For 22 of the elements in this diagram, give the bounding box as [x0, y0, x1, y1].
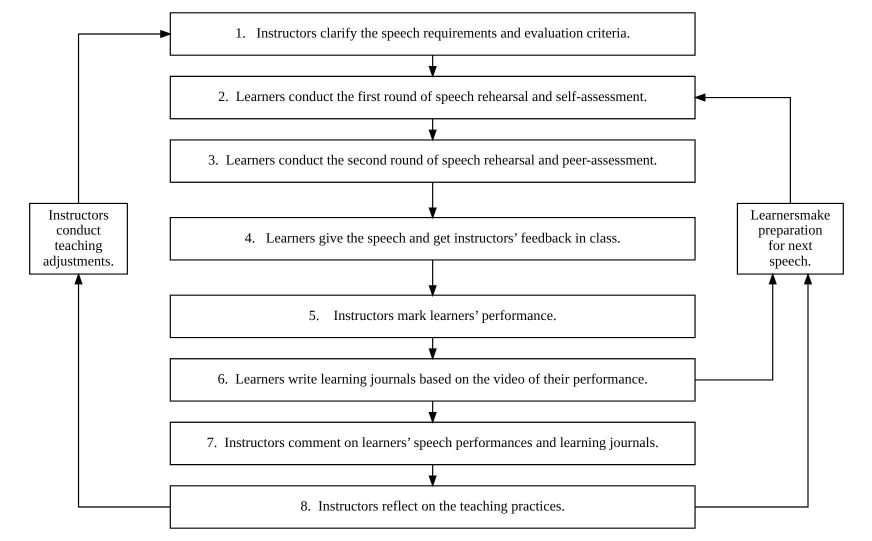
arrow [693, 93, 790, 204]
arrow [428, 119, 436, 142]
node-box: 5. Instructors mark learners’ performance. [169, 294, 696, 338]
arrow [694, 272, 776, 380]
node-box: 2. Learners conduct the first round of speech rehearsal and self-assessment. [169, 76, 696, 120]
arrow [74, 272, 170, 508]
arrow [77, 30, 172, 204]
node-box: 6. Learners write learning journals based on the video of their performance. [169, 358, 696, 402]
arrow [428, 182, 436, 220]
arrow [694, 272, 812, 508]
node-box: 1. Instructors clarify the speech requirements and evaluation criteria. [169, 12, 696, 56]
node-box: 7. Instructors comment on learners’ speech performances and learning journals. [169, 422, 696, 466]
arrow [428, 56, 436, 78]
node-box: 4. Learners give the speech and get instructors’ feedback in class. [169, 216, 696, 260]
node-box: Learnersmake preparation for next speech. [736, 202, 844, 275]
node-box: 3. Learners conduct the second round of speech rehearsal and peer-assessment. [169, 139, 696, 183]
node-box: 8. Instructors reflect on the teaching practices. [169, 485, 696, 529]
node-box: Instructors conduct teaching adjustments. [28, 202, 128, 275]
arrow [428, 260, 436, 297]
arrow [428, 464, 436, 488]
arrow [428, 401, 436, 424]
arrow [428, 338, 436, 360]
